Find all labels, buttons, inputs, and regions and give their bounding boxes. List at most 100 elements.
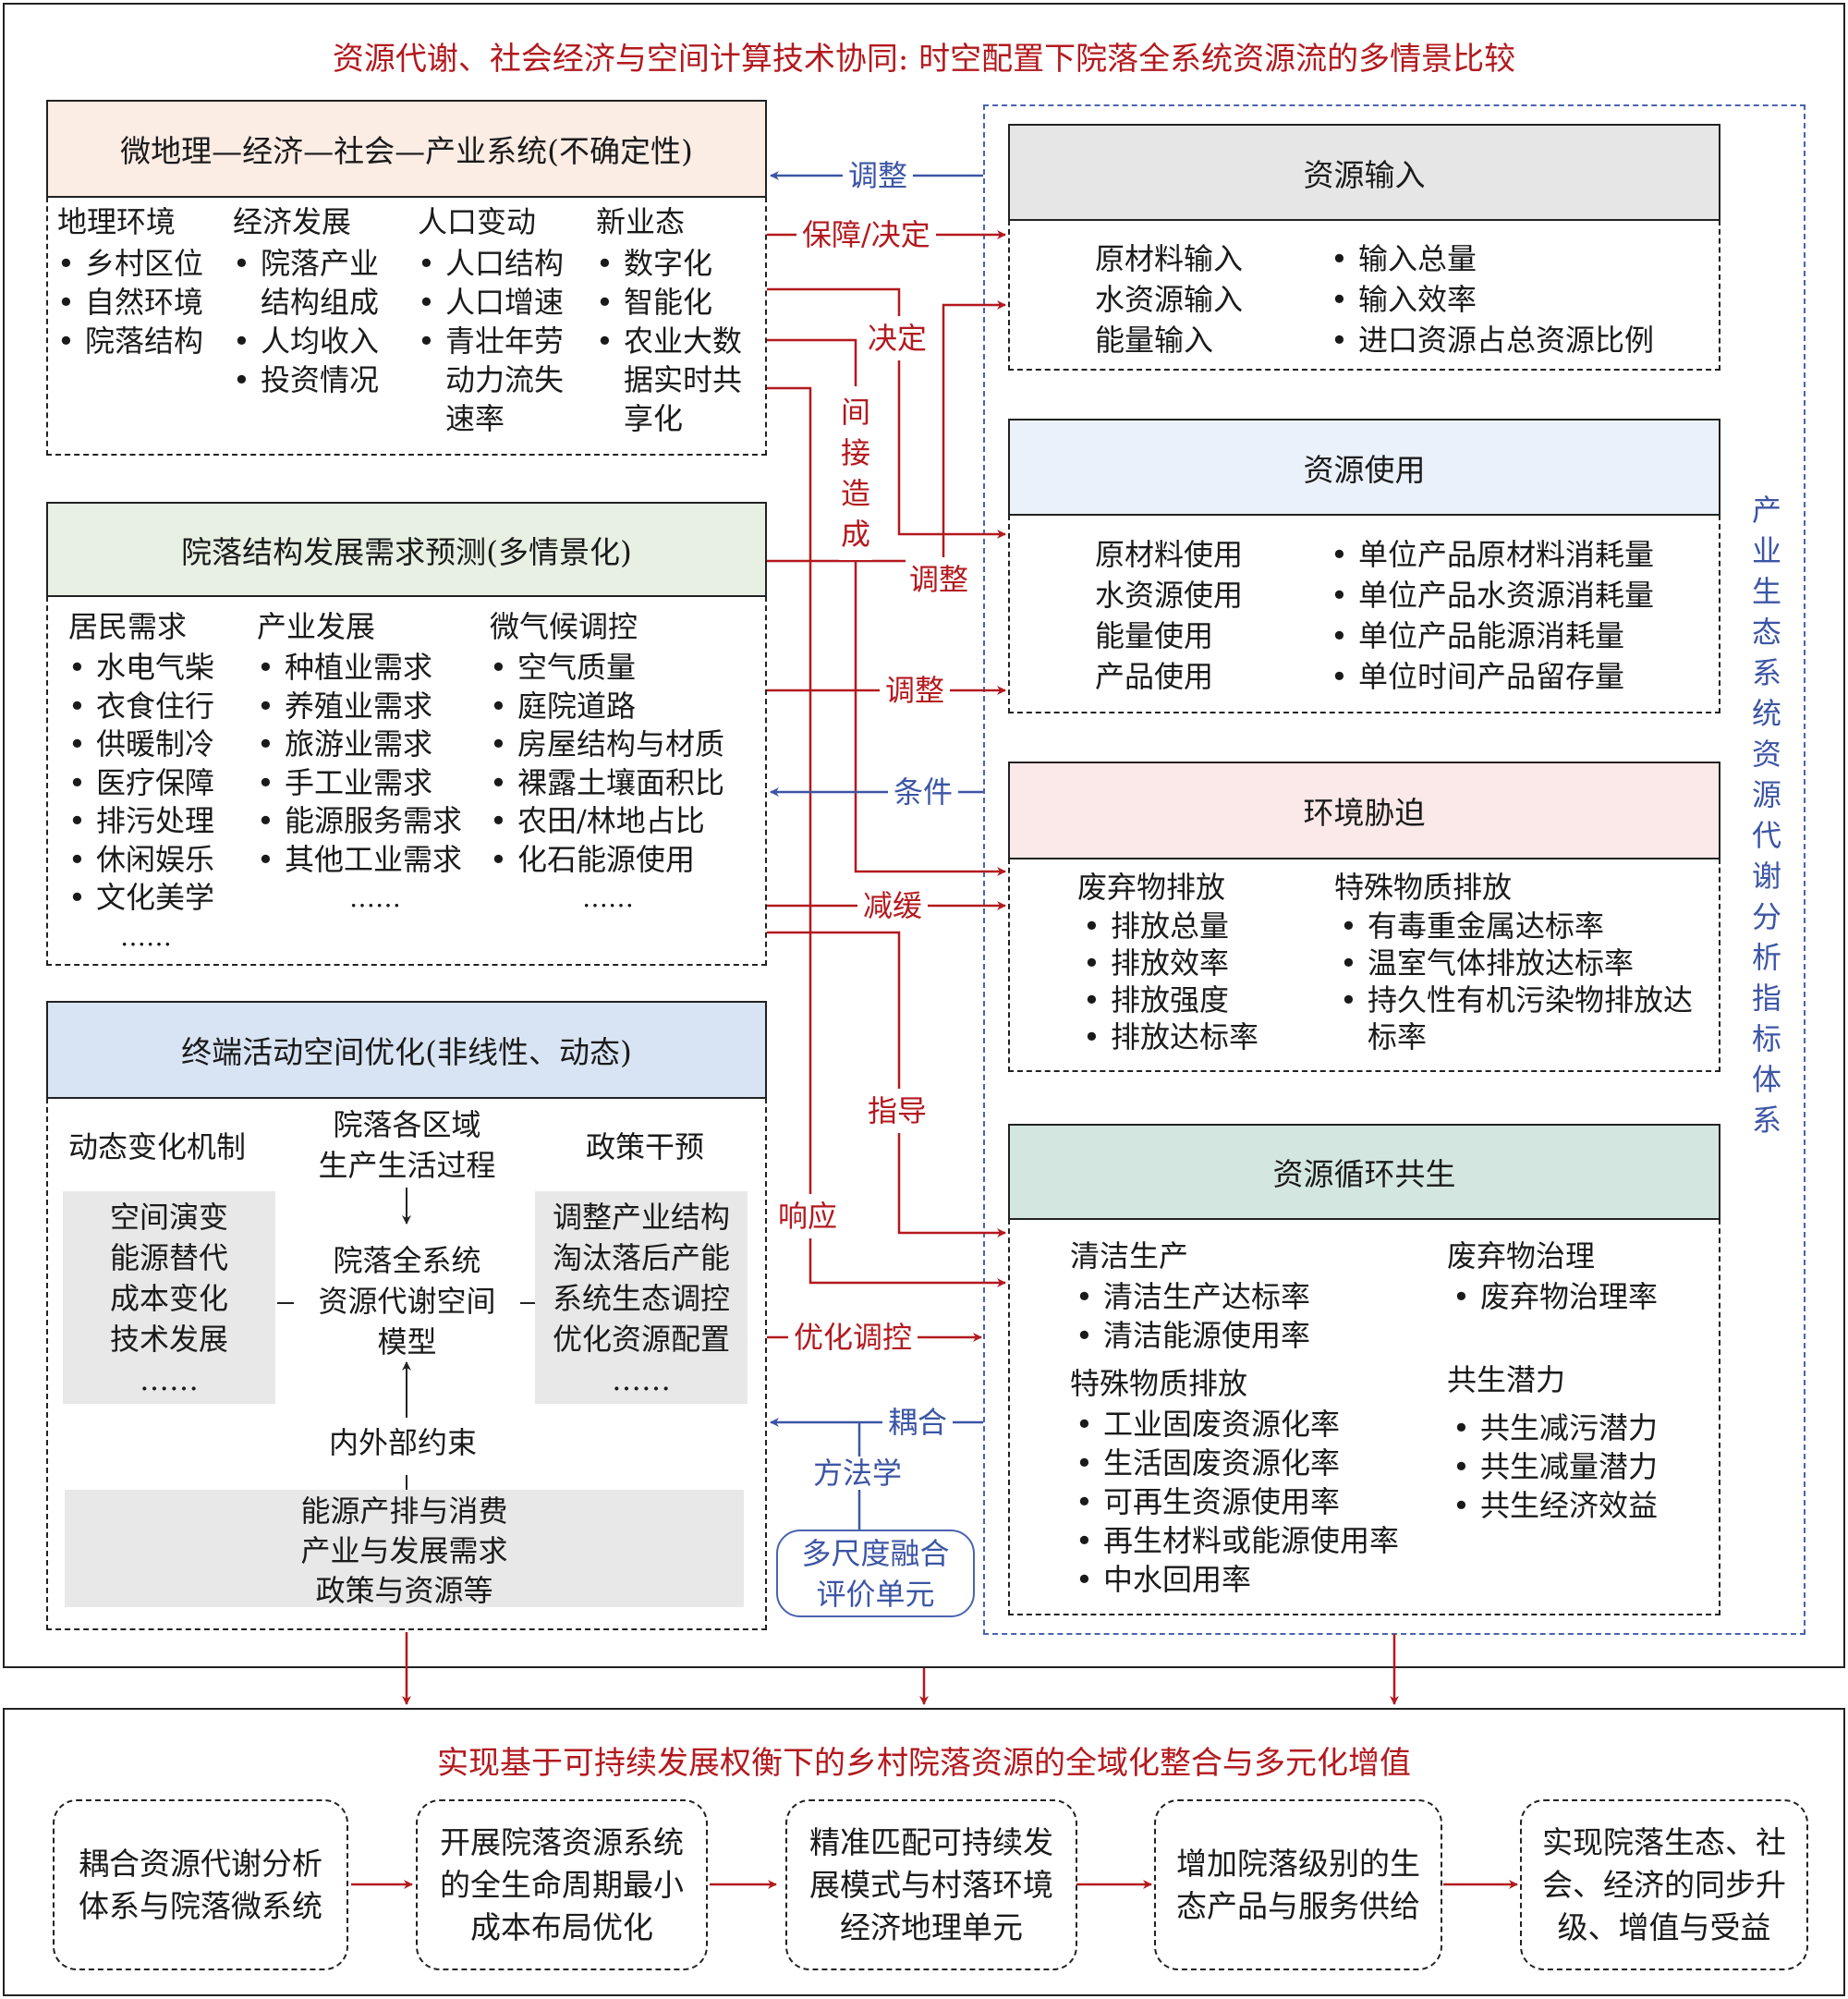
list-item: •农业大数据实时共享化 xyxy=(596,322,742,438)
label-methodology: 方法学 xyxy=(808,1457,908,1490)
list-item: •有毒重金属达标率 xyxy=(1334,908,1700,945)
demand-forecast-title: 院落结构发展需求预测(多情景化) xyxy=(181,533,632,570)
list-item-text: 院落产业结构组成 xyxy=(261,246,380,320)
policy-intervention-title: 政策干预 xyxy=(586,1129,705,1164)
list-item-text: 人口增速 xyxy=(445,285,565,320)
label-decide: 决定 xyxy=(864,316,931,360)
constraint-label: 内外部约束 xyxy=(329,1425,478,1460)
process-line: 院落各区域 xyxy=(333,1107,481,1142)
list-item-text: 衣食住行 xyxy=(96,688,215,724)
box1-col: 地理环境•乡村区位•自然环境•院落结构 xyxy=(57,201,205,360)
indicator-system-label: 产业生态系统资源代谢分析指标体系 xyxy=(1746,490,1787,1140)
list-item-text: 清洁能源使用率 xyxy=(1103,1318,1311,1353)
ellipsis: …… xyxy=(120,920,172,952)
list-item-text: 可再生资源使用率 xyxy=(1103,1484,1341,1519)
list-item: •单位时间产品留存量 xyxy=(1331,656,1654,697)
indicator-category: 产品使用 xyxy=(1095,659,1214,694)
list-item: •庭院道路 xyxy=(490,688,724,726)
list-item-text: 空气质量 xyxy=(517,650,637,685)
fusion-evaluation-unit: 多尺度融合 评价单元 xyxy=(776,1530,975,1617)
list-item-text: 青壮年劳动力流失速率 xyxy=(445,323,565,436)
bullet-icon: • xyxy=(1076,1562,1093,1597)
model-line: 模型 xyxy=(377,1324,437,1359)
list-item: •单位产品原材料消耗量 xyxy=(1331,534,1654,575)
list-item-text: 排放达标率 xyxy=(1111,1019,1259,1054)
bullet-icon: • xyxy=(257,764,274,800)
bullet-icon: • xyxy=(68,803,86,838)
list-item: •文化美学 xyxy=(68,879,214,918)
bullet-icon: • xyxy=(1331,659,1348,694)
bottom-outer-frame xyxy=(3,1708,1845,1996)
indicator-category: 能量输入 xyxy=(1095,323,1214,358)
respond-line xyxy=(767,386,1006,1287)
list-item-text: 清洁生产达标率 xyxy=(1103,1279,1311,1314)
demand-forecast-header: 院落结构发展需求预测(多情景化) xyxy=(46,502,767,597)
list-item: •自然环境 xyxy=(57,283,205,322)
resource-input-left: 原材料输入水资源输入能量输入 xyxy=(1095,238,1243,360)
label-mitigate: 减缓 xyxy=(857,889,929,922)
bullet-icon: • xyxy=(257,841,274,877)
space-optimization-title: 终端活动空间优化(非线性、动态) xyxy=(181,1034,632,1070)
list-item: •生活固废资源化率 xyxy=(1070,1444,1399,1482)
resource-use-title: 资源使用 xyxy=(1303,451,1426,488)
bullet-icon: • xyxy=(596,246,614,281)
list-item: •人均收入 xyxy=(233,322,379,360)
list-item-text: 中水回用率 xyxy=(1103,1562,1252,1597)
bullet-icon: • xyxy=(257,688,274,724)
list-item-text: 手工业需求 xyxy=(285,764,433,800)
top-outer-frame xyxy=(3,3,1845,1668)
list-item-text: 人均收入 xyxy=(261,323,380,359)
bullet-icon: • xyxy=(1340,945,1357,981)
list-item-text: 排污处理 xyxy=(96,803,215,838)
list-item: •其他工业需求 xyxy=(257,841,462,880)
list-item: •单位产品能源消耗量 xyxy=(1331,616,1654,656)
indicator-category: 原材料输入 xyxy=(1095,241,1244,276)
bullet-icon: • xyxy=(1453,1410,1470,1445)
step-line: 的全生命周期最小 xyxy=(440,1866,684,1903)
bullet-icon: • xyxy=(1076,1445,1093,1481)
indicator-category: 水资源使用 xyxy=(1095,578,1244,613)
list-item-text: 共生减污潜力 xyxy=(1480,1410,1659,1445)
symbiosis-potential-group: 共生潜力•共生减污潜力•共生减量潜力•共生经济效益 xyxy=(1447,1359,1658,1525)
bullet-icon: • xyxy=(1076,1523,1093,1558)
bullet-icon: • xyxy=(418,246,435,281)
list-item: •清洁能源使用率 xyxy=(1070,1316,1310,1355)
side-label-char: 指 xyxy=(1751,981,1781,1016)
resource-use-header: 资源使用 xyxy=(1008,419,1720,516)
step-line: 增加院落级别的生 xyxy=(1176,1845,1420,1882)
label-optimize: 优化调控 xyxy=(788,1321,918,1354)
list-item-text: 水电气柴 xyxy=(96,650,215,685)
list-item: •废弃物治理率 xyxy=(1447,1277,1658,1316)
bullet-icon: • xyxy=(68,841,86,877)
step-line: 展模式与村落环境 xyxy=(809,1866,1053,1903)
list-item-text: 进口资源占总资源比例 xyxy=(1358,323,1655,358)
list-item: •裸露土壤面积比 xyxy=(490,764,724,803)
bullet-icon: • xyxy=(233,246,250,281)
side-label-char: 体 xyxy=(1751,1062,1781,1097)
resource-cycle-body xyxy=(1008,1219,1720,1615)
list-item: •排放强度 xyxy=(1077,981,1258,1018)
resource-cycle-title: 资源循环共生 xyxy=(1272,1156,1456,1192)
bottom-title: 实现基于可持续发展权衡下的乡村院落资源的全域化整合与多元化增值 xyxy=(437,1745,1411,1782)
dynamic-mechanism-list: 空间演变能源替代成本变化技术发展…… xyxy=(63,1197,275,1400)
step-line: 精准匹配可持续发 xyxy=(809,1823,1053,1860)
list-item-text: 养殖业需求 xyxy=(285,688,433,724)
bullet-icon: • xyxy=(1331,537,1348,572)
step-box: 实现院落生态、社会、经济的同步升级、增值与受益 xyxy=(1520,1799,1808,1970)
list-item: • 养殖业需求 xyxy=(257,688,462,726)
step-line: 体系与院落微系统 xyxy=(79,1887,322,1924)
bullet-icon: • xyxy=(68,880,86,915)
bullet-icon: • xyxy=(490,650,507,685)
group-title: 清洁生产 xyxy=(1070,1238,1189,1274)
box1-col: 人口变动•人口结构•人口增速•青壮年劳动力流失速率 xyxy=(418,201,564,438)
label-indirect-char: 接 xyxy=(840,435,870,470)
list-item: •休闲娱乐 xyxy=(68,841,214,880)
ellipsis: …… xyxy=(582,883,634,913)
micro-geo-system-title: 微地理—经济—社会—产业系统(不确定性) xyxy=(120,133,693,169)
label-condition: 条件 xyxy=(888,775,959,809)
list-item-text: 庭院道路 xyxy=(517,688,637,724)
label-couple: 耦合 xyxy=(882,1406,954,1439)
step-line: 态产品与服务供给 xyxy=(1176,1887,1420,1924)
micro-geo-system-header: 微地理—经济—社会—产业系统(不确定性) xyxy=(46,100,767,198)
